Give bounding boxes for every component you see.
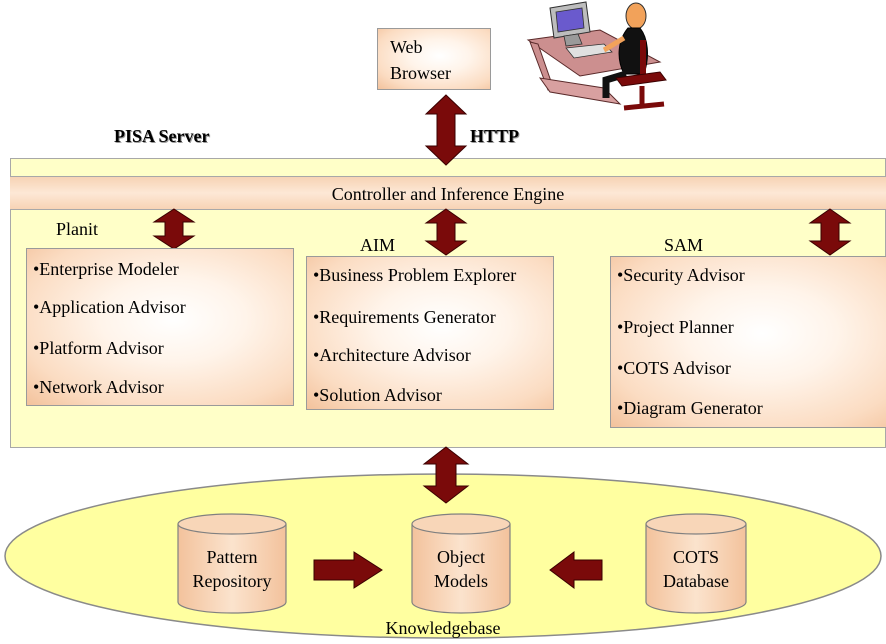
planit-item: •Application Advisor — [33, 297, 186, 317]
sam-title: SAM — [664, 235, 704, 255]
planit-double-arrow — [152, 208, 196, 250]
user-at-computer-icon — [526, 1, 667, 111]
object-models-cylinder — [411, 513, 511, 614]
aim-item: •Business Problem Explorer — [313, 265, 517, 285]
pisa-server-label: PISA Server — [114, 126, 210, 146]
aim-box: •Business Problem Explorer •Requirements… — [306, 256, 554, 410]
controller-inference-engine-band: Controller and Inference Engine — [10, 176, 886, 210]
pattern-repository-cylinder — [177, 513, 287, 614]
web-browser-line1: Web — [390, 37, 423, 57]
sam-item: •Project Planner — [617, 317, 734, 337]
arrow-left-to-object-models — [549, 551, 603, 589]
http-label: HTTP — [470, 126, 520, 146]
planit-item: •Platform Advisor — [33, 338, 164, 358]
object-models-line1: Object — [437, 547, 485, 567]
planit-box: •Enterprise Modeler •Application Advisor… — [26, 248, 294, 406]
cots-database-line1: COTS — [672, 547, 719, 567]
pattern-repository-line2: Repository — [192, 571, 272, 591]
arrow-right-to-object-models — [313, 551, 383, 589]
http-double-arrow — [424, 94, 468, 166]
sam-box: •Security Advisor •Project Planner •COTS… — [610, 256, 886, 428]
object-models-line2: Models — [434, 571, 488, 591]
planit-item: •Enterprise Modeler — [33, 259, 179, 279]
web-browser-box: Web Browser — [377, 28, 491, 90]
knowledgebase-label: Knowledgebase — [385, 618, 501, 638]
cots-database-cylinder — [645, 513, 747, 614]
object-models-label: Object Models — [410, 546, 512, 596]
planit-title: Planit — [56, 219, 99, 239]
sam-item: •COTS Advisor — [617, 358, 731, 378]
aim-item: •Requirements Generator — [313, 307, 496, 327]
planit-item: •Network Advisor — [33, 377, 164, 397]
aim-double-arrow — [424, 208, 468, 256]
knowledgebase-double-arrow — [422, 446, 470, 504]
sam-item: •Security Advisor — [617, 265, 745, 285]
cots-database-label: COTS Database — [644, 546, 748, 596]
cots-database-line2: Database — [663, 571, 729, 591]
pattern-repository-label: Pattern Repository — [176, 546, 288, 596]
web-browser-line2: Browser — [390, 63, 451, 83]
aim-item: •Architecture Advisor — [313, 345, 471, 365]
sam-double-arrow — [808, 208, 852, 256]
pattern-repository-line1: Pattern — [206, 547, 258, 567]
controller-inference-engine-label: Controller and Inference Engine — [331, 184, 565, 204]
aim-item: •Solution Advisor — [313, 385, 442, 405]
sam-item: •Diagram Generator — [617, 398, 763, 418]
aim-title: AIM — [360, 235, 395, 255]
